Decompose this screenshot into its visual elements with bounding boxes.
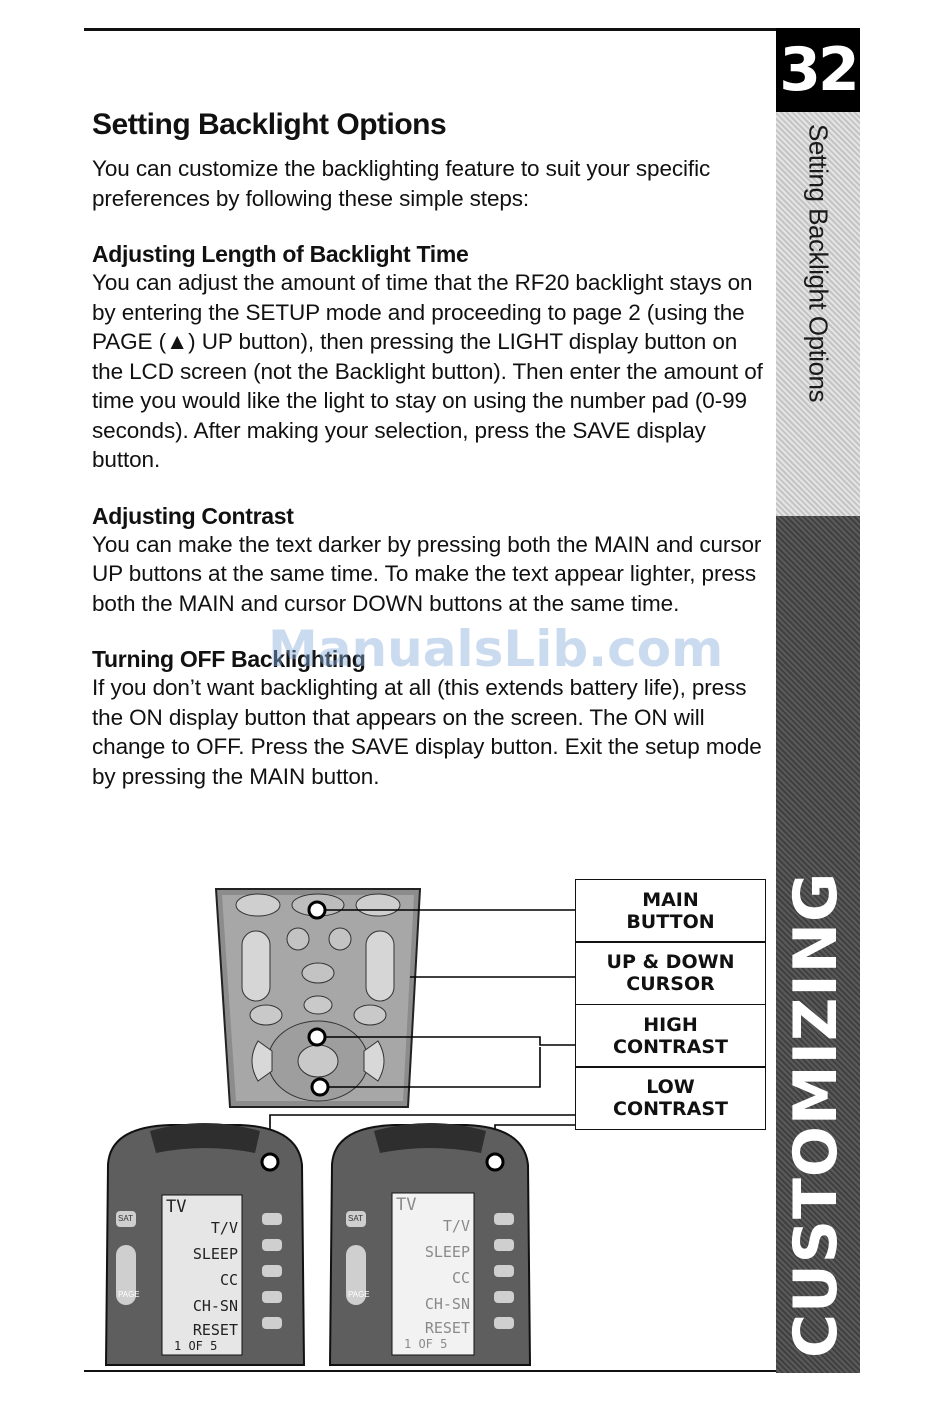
lcd-page-indicator: 1 OF 5 xyxy=(404,1337,448,1351)
lcd-screen-high: TV T/V SLEEP CC CH-SN RESET 1 OF 5 xyxy=(164,1197,240,1353)
chapter-sidebar: 32 Setting Backlight Options CUSTOMIZING xyxy=(776,28,860,1373)
section-tab xyxy=(776,112,860,516)
lcd-item[interactable]: SLEEP xyxy=(424,1243,470,1261)
lcd-mode: TV xyxy=(166,1197,187,1217)
side-button-label: SAT xyxy=(118,1214,133,1223)
lcd-item[interactable]: T/V xyxy=(442,1217,470,1235)
lcd-page-indicator: 1 OF 5 xyxy=(174,1339,218,1353)
section-body: You can adjust the amount of time that t… xyxy=(92,270,763,472)
top-rule xyxy=(84,28,776,31)
section-body: You can make the text darker by pressing… xyxy=(92,531,762,616)
remote-figure xyxy=(104,888,575,1366)
page-number: 32 xyxy=(776,28,860,112)
side-button-label: PAGE xyxy=(348,1290,370,1299)
section-title: Adjusting Length of Backlight Time xyxy=(92,241,469,267)
lcd-item[interactable]: RESET xyxy=(192,1321,238,1339)
section-tab-label: Setting Backlight Options xyxy=(803,124,834,402)
intro-block: You can customize the backlighting featu… xyxy=(92,154,767,213)
remote-lcd-high xyxy=(104,1123,306,1366)
lcd-item[interactable]: CH-SN xyxy=(424,1295,470,1313)
section-title: Adjusting Contrast xyxy=(92,502,294,529)
side-button-label: SAT xyxy=(348,1214,363,1223)
lcd-item[interactable]: RESET xyxy=(424,1319,470,1337)
section-contrast: Adjusting Contrast You can make the text… xyxy=(92,503,767,619)
lcd-mode: TV xyxy=(396,1195,417,1215)
lcd-screen-low: TV T/V SLEEP CC CH-SN RESET 1 OF 5 xyxy=(394,1195,472,1351)
callout-high-contrast: HIGH CONTRAST xyxy=(575,1003,766,1068)
side-button-label: PAGE xyxy=(118,1290,140,1299)
section-backlight-off: Turning OFF Backlighting If you don’t wa… xyxy=(92,646,767,791)
callout-low-contrast: LOW CONTRAST xyxy=(575,1066,766,1130)
lcd-item[interactable]: CH-SN xyxy=(192,1297,238,1315)
callout-main-button: MAIN BUTTON xyxy=(575,878,766,943)
remote-keypad-illustration xyxy=(214,888,422,1108)
section-body: If you don’t want backlighting at all (t… xyxy=(92,675,762,789)
section-backlight-time: Adjusting Length of Backlight Time You c… xyxy=(92,241,767,475)
intro-paragraph: You can customize the backlighting featu… xyxy=(92,156,711,211)
section-title: Turning OFF Backlighting xyxy=(92,646,366,672)
lcd-item[interactable]: SLEEP xyxy=(192,1245,238,1263)
chapter-tab-label: CUSTOMIZING xyxy=(781,871,851,1358)
lcd-item[interactable]: T/V xyxy=(210,1219,238,1237)
lcd-item[interactable]: CC xyxy=(219,1271,238,1289)
callout-labels: MAIN BUTTON UP & DOWN CURSOR HIGH CONTRA… xyxy=(575,878,766,1130)
watermark: ManualsLib.com xyxy=(268,620,724,678)
page-content: Setting Backlight Options You can custom… xyxy=(92,108,767,819)
remote-lcd-low xyxy=(328,1123,532,1366)
lcd-item[interactable]: CC xyxy=(451,1269,470,1287)
callout-up-down-cursor: UP & DOWN CURSOR xyxy=(575,941,766,1005)
page-title: Setting Backlight Options xyxy=(92,108,447,141)
chapter-tab xyxy=(776,516,860,1373)
bottom-rule xyxy=(84,1370,776,1372)
